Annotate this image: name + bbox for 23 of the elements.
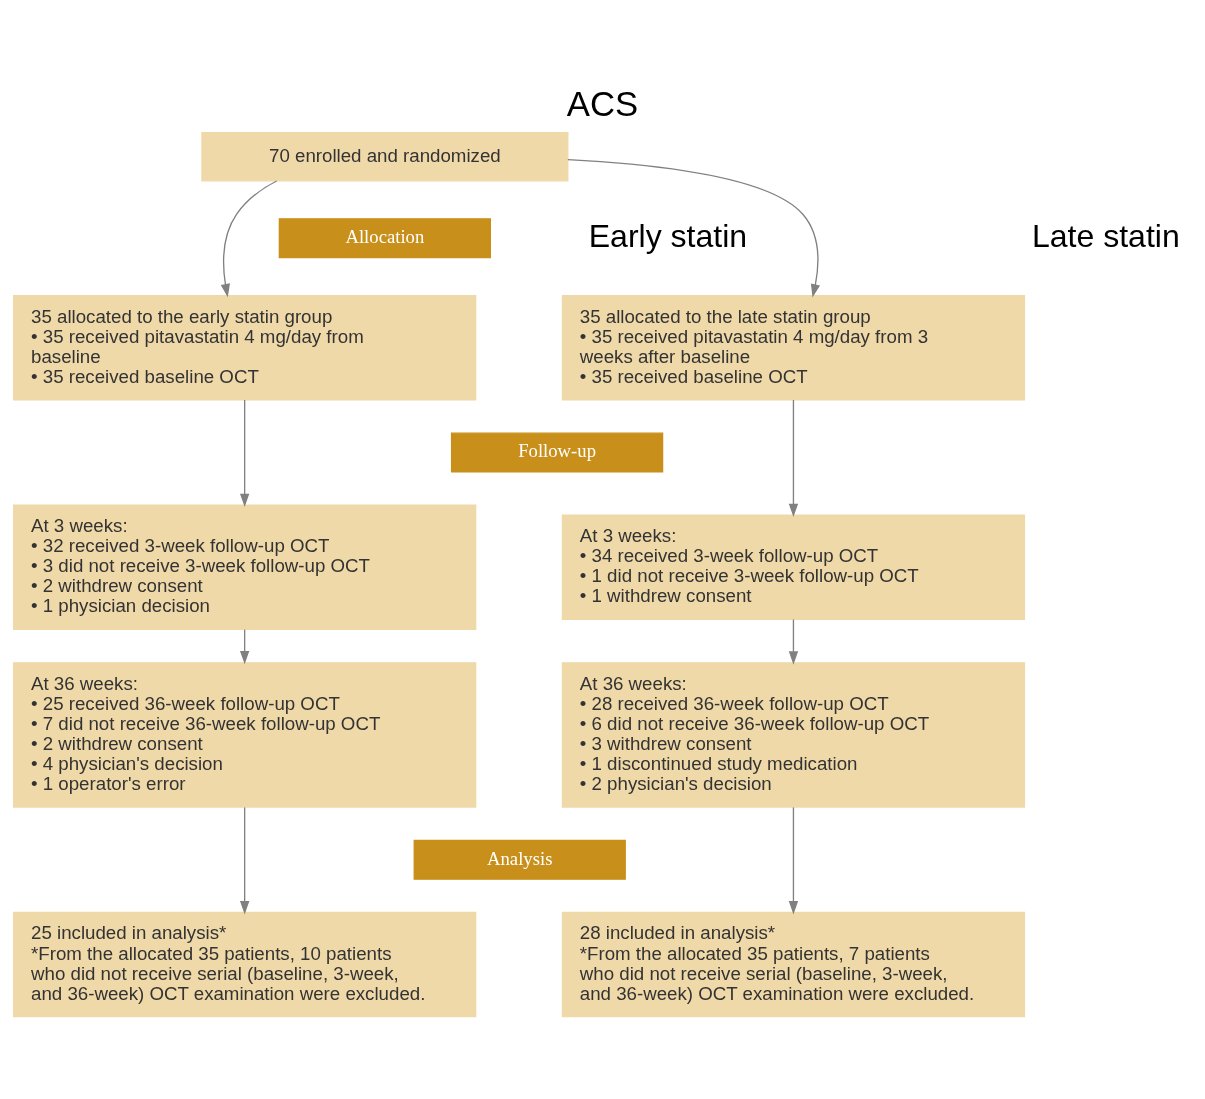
node-box: 25 included in analysis* *From the allocated 35 patients, 10 patients who did not receive serial (baseline, 3-week, and 36-week) OCT examination were excluded. [13,911,477,1017]
node-box: 70 enrolled and randomized [201,131,569,181]
arrow [239,806,250,914]
arrow [239,398,250,507]
arrow [220,179,278,297]
arrow [788,806,799,914]
node-box: At 36 weeks: • 25 received 36-week follow-up OCT • 7 did not receive 36-week follow-up OCT • 2 withdrew consent • 4 physician's decision • 1 operator's error [13,661,477,808]
node-box: Analysis [413,839,626,880]
node-box: At 36 weeks: • 28 received 36-week follow-up OCT • 6 did not receive 36-week follow-up OCT • 3 withdrew consent • 1 discontinued study medication • 2 physician's decision [561,661,1026,808]
node-box: At 3 weeks: • 34 received 3-week follow-up OCT • 1 did not receive 3-week follow-up OCT • 1 withdrew consent [561,514,1026,620]
node-box: Follow-up [450,432,664,473]
node-box: 35 allocated to the late statin group • 35 received pitavastatin 4 mg/day from 3 weeks after baseline • 35 received baseline OCT [561,294,1026,400]
arrow [788,618,799,665]
label: Late statin [1031,217,1180,253]
diagram-title: ACS [566,84,639,123]
arrow [239,628,250,664]
arrow [788,398,799,517]
node-box: 35 allocated to the early statin group • 35 received pitavastatin 4 mg/day from baseline • 35 received baseline OCT [13,294,477,400]
node-box: Allocation [278,217,491,258]
node-box: 28 included in analysis* *From the allocated 35 patients, 7 patients who did not receive serial (baseline, 3-week, and 36-week) OCT examination were excluded. [561,911,1026,1017]
node-box: At 3 weeks: • 32 received 3-week follow-up OCT • 3 did not receive 3-week follow-up OCT • 2 withdrew consent • 1 physician decision [13,504,477,630]
label: Early statin [588,217,748,253]
arrow [567,158,821,298]
